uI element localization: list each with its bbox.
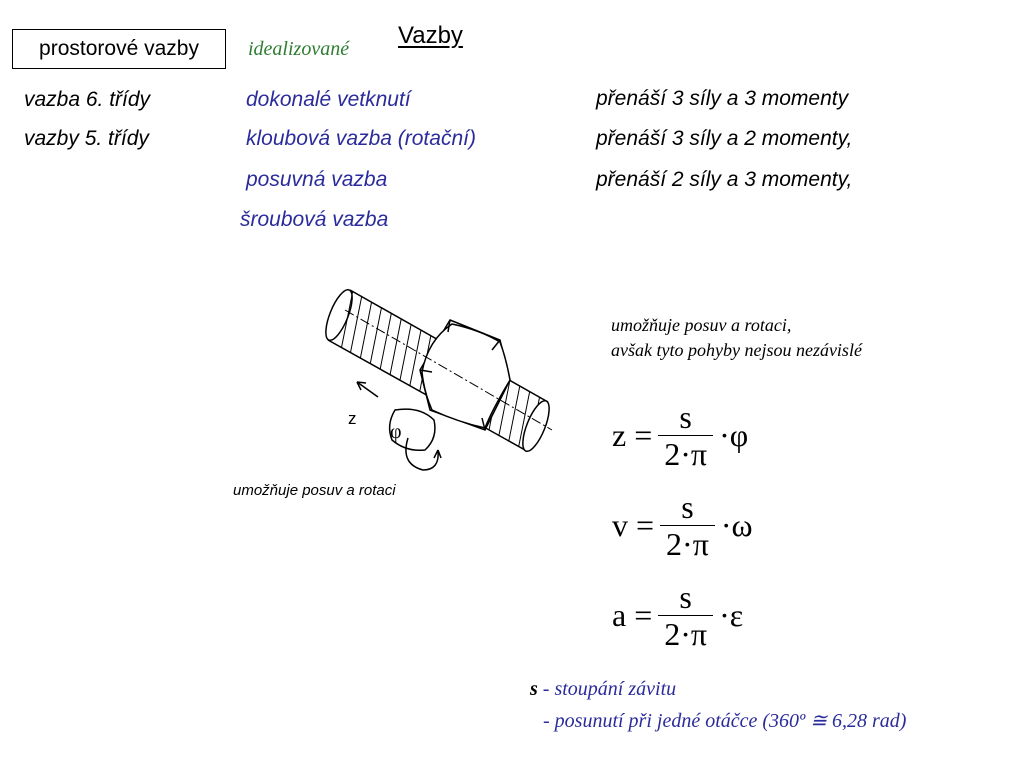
formula-z-rhs: ·φ [719, 416, 749, 453]
legend-line-2: - posunutí při jedné otáčce (360º ≅ 6,28… [543, 710, 907, 732]
row-1-type: dokonalé vetknutí [246, 88, 411, 111]
row-3-type: posuvná vazba [246, 168, 388, 191]
formula-a-numerator: s [679, 578, 692, 615]
formula-v-fraction: s 2·π [660, 489, 715, 562]
subtitle-idealized: idealizované [248, 38, 350, 60]
diagram-caption: umožňuje posuv a rotaci [233, 482, 396, 499]
legend-line-1-text: - stoupání závitu [537, 678, 677, 700]
row-1-class: vazba 6. třídy [24, 88, 151, 111]
axis-z-label: z [348, 409, 357, 428]
formula-v-denominator: 2·π [660, 524, 715, 562]
formula-a-denominator: 2·π [658, 614, 714, 652]
formula-z-numerator: s [679, 398, 692, 435]
formula-a-rhs: ·ε [719, 596, 744, 633]
formula-z: z = s 2·π ·φ [612, 390, 748, 480]
legend-symbol: s [530, 678, 538, 700]
legend-line-1: s - stoupání závitu [530, 678, 676, 701]
note-line-1: umožňuje posuv a rotaci, [611, 315, 792, 335]
formula-z-fraction: s 2·π [658, 398, 714, 472]
phi-label: φ [390, 421, 402, 443]
row-2-transfer: přenáší 3 síly a 2 momenty, [596, 127, 853, 150]
formula-a: a = s 2·π ·ε [612, 570, 743, 660]
screw-nut-diagram [325, 288, 553, 471]
row-3-transfer: přenáší 2 síly a 3 momenty, [596, 168, 853, 191]
note-line-2: avšak tyto pohyby nejsou nezávislé [611, 340, 862, 360]
page-title: Vazby [398, 22, 463, 49]
row-1-transfer: přenáší 3 síly a 3 momenty [596, 87, 849, 110]
formula-v-numerator: s [681, 488, 694, 525]
section-box: prostorové vazby [12, 29, 226, 69]
row-2-type: kloubová vazba (rotační) [246, 127, 476, 150]
formula-z-lhs: z = [612, 416, 653, 453]
row-4-type: šroubová vazba [240, 208, 389, 231]
row-2-class: vazby 5. třídy [24, 127, 149, 150]
formula-a-lhs: a = [612, 596, 653, 633]
formula-a-fraction: s 2·π [658, 578, 714, 652]
formula-z-denominator: 2·π [658, 434, 714, 472]
formula-v-rhs: ·ω [720, 506, 753, 543]
formula-v-lhs: v = [612, 506, 655, 543]
formula-v: v = s 2·π ·ω [612, 480, 753, 570]
